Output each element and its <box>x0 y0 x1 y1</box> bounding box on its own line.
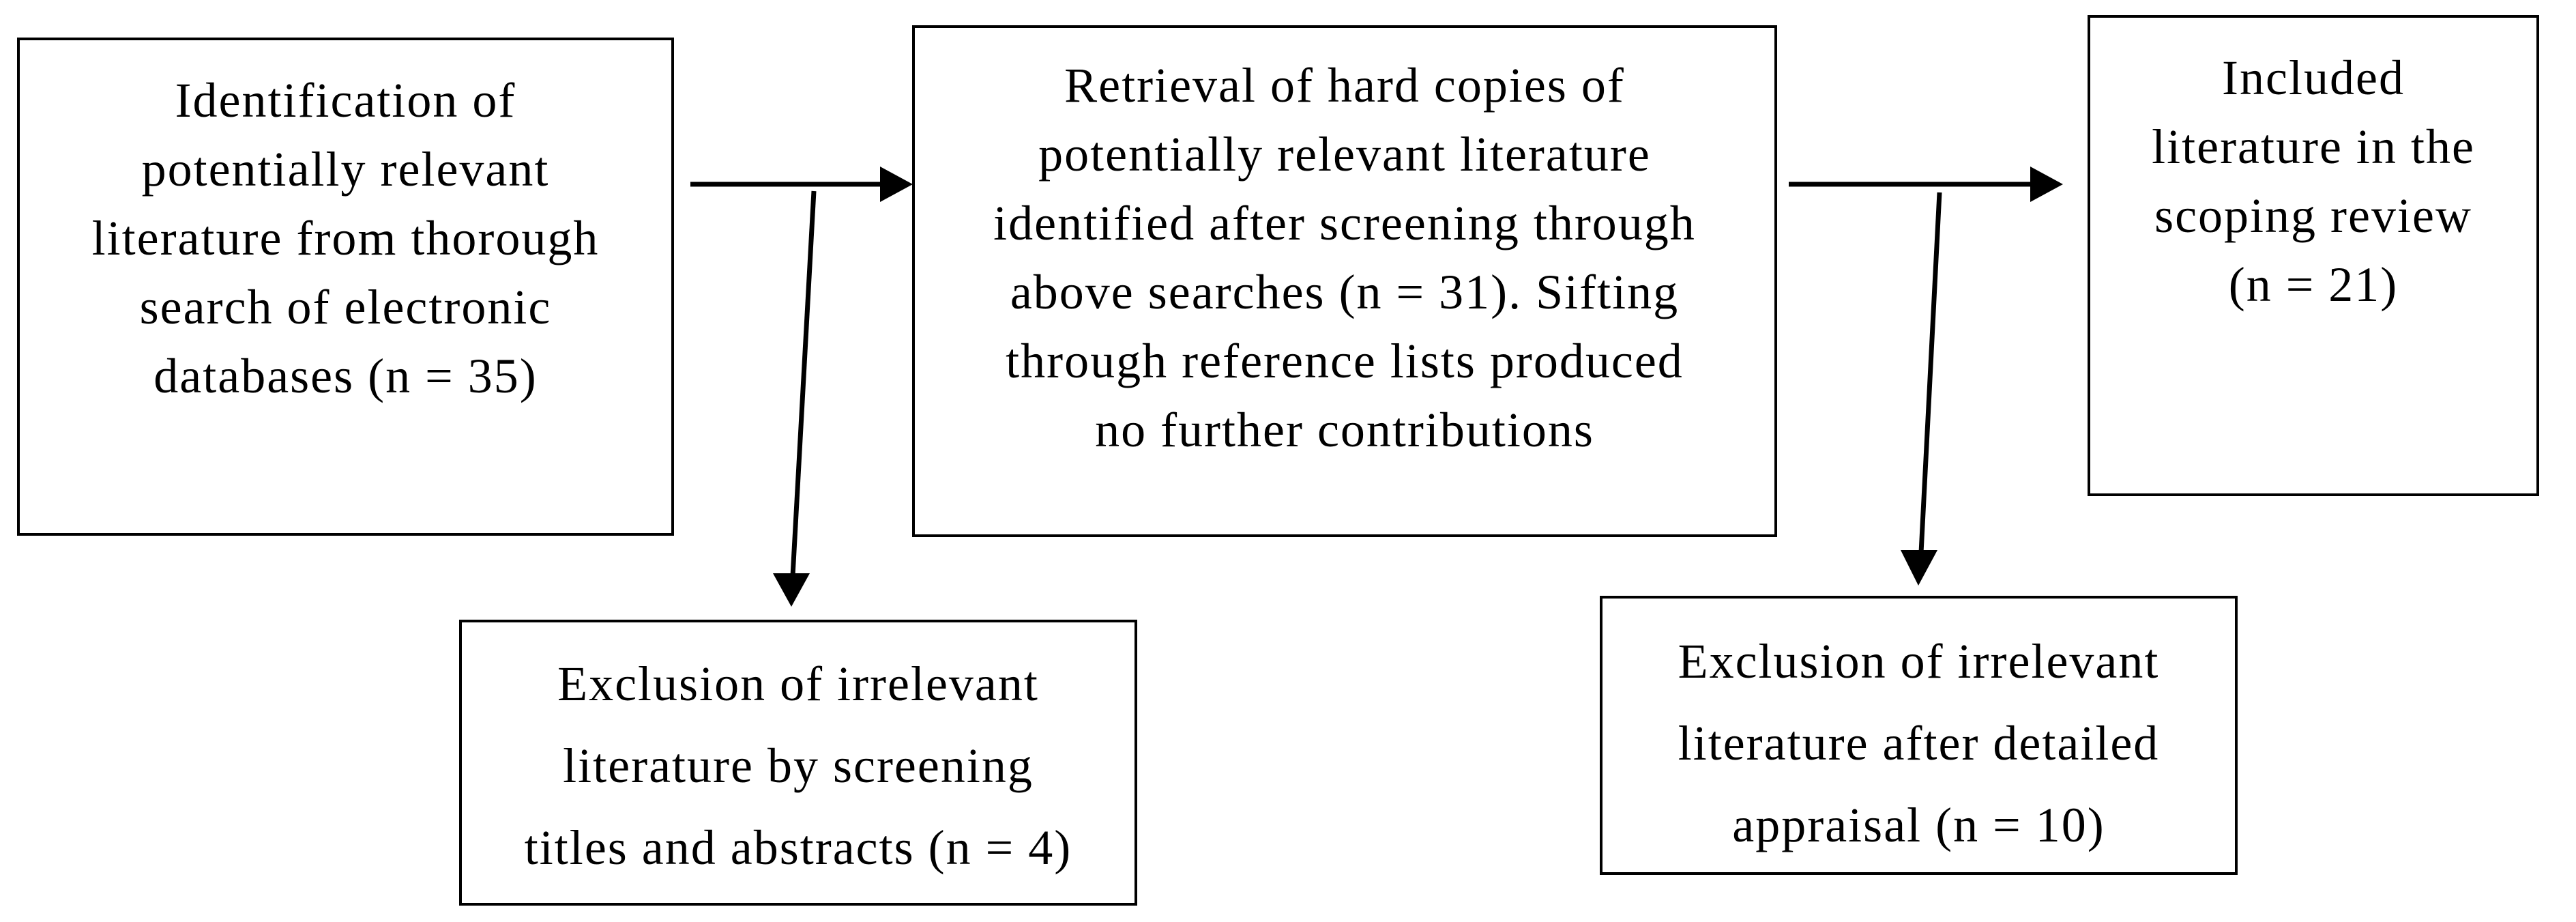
flow-box-identification: Identification of potentially relevant l… <box>17 38 674 536</box>
flow-box-exclusion-screening-text: Exclusion of irrelevant literature by sc… <box>524 657 1072 875</box>
flow-box-exclusion-appraisal-text: Exclusion of irrelevant literature after… <box>1678 634 2160 852</box>
arrow-identification-to-exclusion-screening <box>773 190 817 607</box>
arrow-down-head-icon <box>773 573 810 607</box>
arrow-right-head-icon <box>880 167 913 202</box>
flow-box-retrieval: Retrieval of hard copies of potentially … <box>912 25 1777 537</box>
flow-box-exclusion-screening: Exclusion of irrelevant literature by sc… <box>459 620 1137 906</box>
arrow-shaft <box>790 190 817 577</box>
arrow-identification-to-retrieval <box>690 167 913 202</box>
arrow-retrieval-to-exclusion-appraisal <box>1901 192 1942 586</box>
arrow-retrieval-to-included <box>1789 167 2063 202</box>
flow-box-exclusion-appraisal: Exclusion of irrelevant literature after… <box>1600 596 2238 875</box>
arrow-right-head-icon <box>2030 167 2063 202</box>
flow-box-included: Included literature in the scoping revie… <box>2088 15 2539 496</box>
flow-box-identification-text: Identification of potentially relevant l… <box>91 73 600 403</box>
arrow-down-head-icon <box>1901 550 1937 586</box>
arrow-shaft <box>1918 192 1942 553</box>
flow-box-included-text: Included literature in the scoping revie… <box>2152 51 2475 312</box>
flow-box-retrieval-text: Retrieval of hard copies of potentially … <box>993 58 1696 457</box>
